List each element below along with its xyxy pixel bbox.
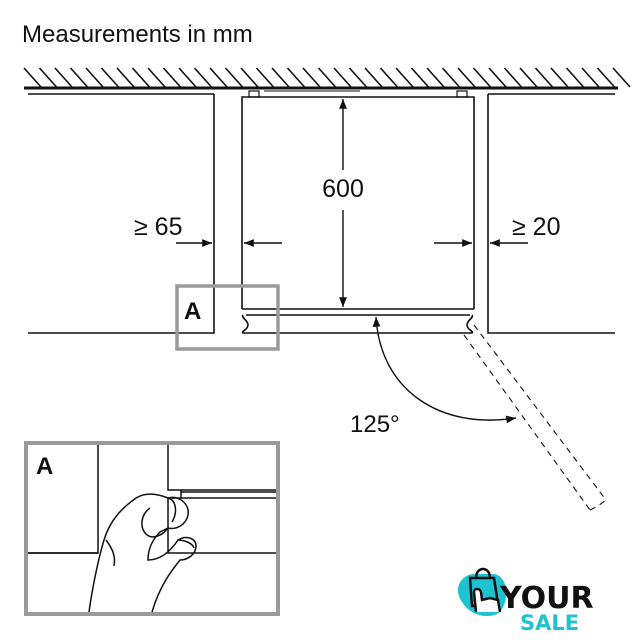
logo-text-sale: SALE <box>520 611 579 635</box>
hatch-mark <box>596 67 616 88</box>
hatch-mark <box>240 67 259 88</box>
hatch-mark <box>85 67 104 88</box>
logo-text-your: YOUR <box>499 581 594 616</box>
hatch-mark <box>54 67 73 88</box>
hatch-mark <box>457 67 476 88</box>
hatch-mark <box>147 67 166 88</box>
hatch-mark <box>364 67 383 88</box>
hatch-mark <box>317 67 337 88</box>
hatch-mark <box>302 67 321 88</box>
hatch-mark <box>488 67 507 88</box>
hatch-mark <box>410 67 430 88</box>
hatch-mark <box>395 67 414 88</box>
hatch-mark <box>519 67 538 88</box>
hatch-mark <box>565 67 585 88</box>
hatch-mark <box>612 67 631 88</box>
wall-hatch <box>23 67 631 88</box>
detail-inset: A <box>24 441 280 616</box>
hatch-mark <box>69 67 89 88</box>
door-angle: 125° <box>350 411 400 438</box>
hatch-mark <box>224 67 244 88</box>
hatch-mark <box>178 67 197 88</box>
hatch-mark <box>100 67 120 88</box>
title: Measurements in mm <box>22 21 253 48</box>
your-sale-logo: YOUR SALE <box>457 567 594 635</box>
hatch-mark <box>534 67 554 88</box>
hatch-mark <box>379 67 399 88</box>
inset-label: A <box>36 453 53 480</box>
hatch-mark <box>426 67 445 88</box>
hatch-mark <box>333 67 352 88</box>
hatch-mark <box>209 67 228 88</box>
left-cabinet <box>28 94 215 334</box>
hatch-mark <box>116 67 135 88</box>
hatch-mark <box>472 67 492 88</box>
hatch-mark <box>23 67 42 88</box>
hatch-mark <box>38 67 58 88</box>
right-clearance: ≥ 20 <box>512 213 560 241</box>
pointer-hand-icon <box>472 587 502 613</box>
hatch-mark <box>503 67 523 88</box>
hatch-mark <box>348 67 368 88</box>
detail-label: A <box>184 298 201 325</box>
left-clearance: ≥ 65 <box>134 213 182 241</box>
hatch-mark <box>286 67 306 88</box>
hatch-mark <box>581 67 600 88</box>
door-angle-arc <box>372 316 517 424</box>
hatch-mark <box>550 67 569 88</box>
hatch-mark <box>162 67 182 88</box>
detail-box-a <box>175 284 280 351</box>
hatch-mark <box>441 67 461 88</box>
hatch-mark <box>131 67 151 88</box>
depth-dimension: 600 <box>322 175 364 203</box>
hatch-mark <box>255 67 275 88</box>
hatch-mark <box>193 67 213 88</box>
hatch-mark <box>271 67 290 88</box>
open-door-dashed <box>463 324 607 511</box>
